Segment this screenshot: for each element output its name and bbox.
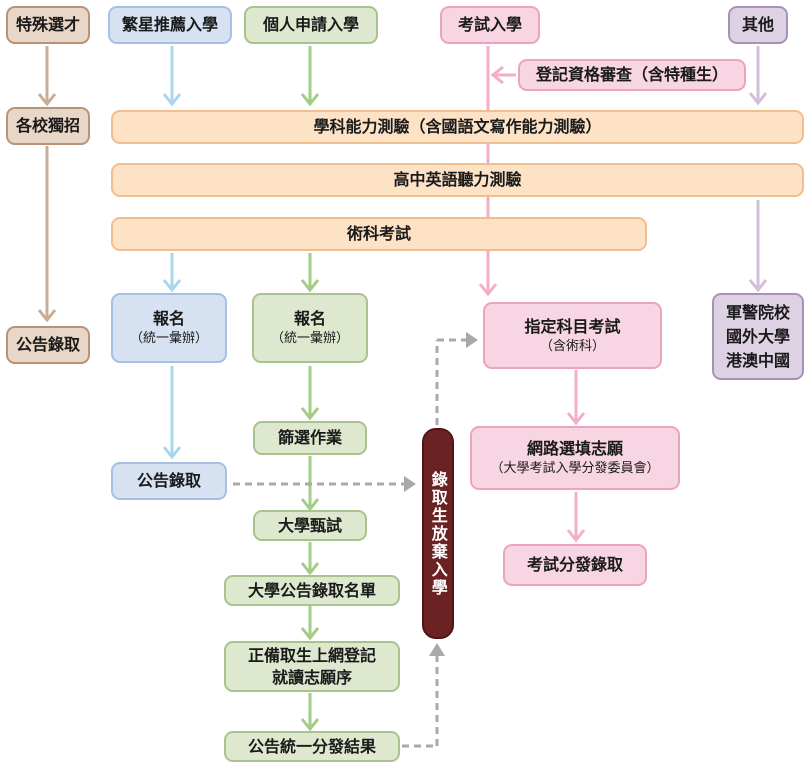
other-box: 其他: [728, 6, 788, 44]
university-interview-label: 大學甄試: [277, 515, 342, 535]
arts-exam-label: 術科考試: [346, 224, 411, 244]
distribution-result-box: 公告統一分發結果: [224, 731, 400, 762]
star-register-sub: （統一彙辦）: [129, 331, 208, 347]
star-recommendation-box: 繁星推薦入學: [108, 6, 232, 44]
university-list-box: 大學公告錄取名單: [224, 575, 400, 606]
personal-register-box: 報名 （統一彙辦）: [252, 293, 368, 363]
exam-admission-label: 考試入學: [457, 15, 522, 35]
special-selection-box: 特殊選才: [6, 6, 90, 44]
personal-register-sub: （統一彙辦）: [270, 331, 349, 347]
star-register-box: 報名 （統一彙辦）: [111, 293, 227, 363]
arts-exam-bar: 術科考試: [111, 217, 647, 251]
distribution-result-label: 公告統一分發結果: [247, 736, 376, 756]
star-register-label: 報名: [152, 309, 185, 329]
personal-application-box: 個人申請入學: [244, 6, 378, 44]
online-registration-box: 正備取生上網登記 就讀志願序: [224, 641, 400, 692]
other-destinations-box: 軍警院校 國外大學 港澳中國: [712, 293, 804, 380]
screening-label: 篩選作業: [277, 428, 342, 448]
english-listening-label: 高中英語聽力測驗: [393, 170, 522, 190]
designated-subjects-box: 指定科目考試 （含術科）: [483, 302, 662, 369]
personal-application-label: 個人申請入學: [262, 15, 359, 35]
other-label: 其他: [741, 15, 774, 35]
university-list-label: 大學公告錄取名單: [247, 580, 376, 600]
military-police-label: 軍警院校: [725, 302, 790, 322]
online-choice-label: 網路選填志願: [526, 439, 623, 459]
special-admission-box: 公告錄取: [6, 326, 90, 364]
online-choice-box: 網路選填志願 （大學考試入學分發委員會）: [470, 426, 680, 490]
foreign-university-label: 國外大學: [725, 326, 790, 346]
screening-box: 篩選作業: [253, 421, 367, 455]
exam-distribution-label: 考試分發錄取: [526, 555, 623, 575]
exam-distribution-box: 考試分發錄取: [503, 544, 647, 586]
abandon-admission-box: 錄取生放棄入學: [422, 428, 454, 639]
online-registration-line1: 正備取生上網登記: [247, 645, 376, 665]
qualification-review-box: 登記資格審查（含特種生）: [518, 59, 746, 91]
university-interview-box: 大學甄試: [253, 510, 367, 541]
exam-admission-box: 考試入學: [440, 6, 540, 44]
designated-subjects-label: 指定科目考試: [524, 316, 621, 336]
star-admission-box: 公告錄取: [111, 462, 227, 500]
personal-register-label: 報名: [293, 309, 326, 329]
gsat-label: 學科能力測驗（含國語文寫作能力測驗）: [313, 117, 602, 137]
qualification-review-label: 登記資格審查（含特種生）: [535, 65, 728, 85]
abandon-admission-label: 錄取生放棄入學: [428, 470, 448, 597]
online-registration-line2: 就讀志願序: [271, 667, 352, 687]
designated-subjects-sub: （含術科）: [539, 338, 605, 354]
online-choice-sub: （大學考試入學分發委員會）: [490, 461, 660, 477]
special-selection-label: 特殊選才: [15, 15, 80, 35]
star-recommendation-label: 繁星推薦入學: [121, 15, 218, 35]
school-independent-exam-label: 各校獨招: [15, 116, 80, 136]
hk-macau-china-label: 港澳中國: [725, 350, 790, 370]
school-independent-exam-box: 各校獨招: [6, 107, 90, 145]
english-listening-bar: 高中英語聽力測驗: [111, 163, 804, 197]
gsat-bar: 學科能力測驗（含國語文寫作能力測驗）: [111, 110, 804, 144]
star-admission-label: 公告錄取: [136, 471, 201, 491]
special-admission-label: 公告錄取: [15, 335, 80, 355]
